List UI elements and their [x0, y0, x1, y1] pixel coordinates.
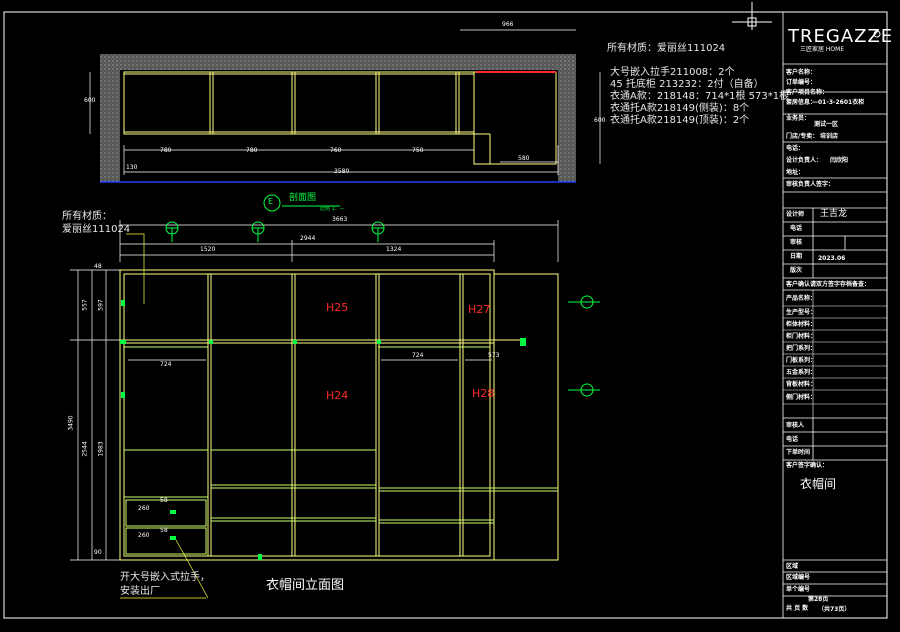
plan-dim-left: 600	[84, 97, 96, 104]
elev-dim-h-bottom: 90	[94, 549, 102, 556]
hardware-note-3: 衣通A款：218148：714*1根 573*1根	[610, 91, 790, 102]
hardware-note-5: 衣通托A款218149(顶装)：2个	[610, 115, 750, 126]
tb-bottom-1: 审核人	[786, 422, 805, 429]
tb-row-9-label: 地址：	[786, 169, 805, 176]
section-mark-letter: E	[268, 197, 274, 206]
handle-note-2: 安装出厂	[120, 586, 160, 597]
elev-dim-h-lower: 1983	[97, 441, 105, 457]
elev-dim-rod-left: 724	[160, 361, 172, 368]
tb-review-label: 审核	[790, 239, 803, 246]
tb-product-2: 生产型号：	[786, 309, 817, 316]
label-h27: H27	[468, 303, 491, 316]
plan-view	[89, 29, 601, 183]
tb-page: 第28页	[808, 596, 829, 603]
tb-row-1: 客户名称：	[786, 69, 817, 76]
plan-dim-bay-1: 780	[160, 147, 172, 154]
tb-row-7-label: 电话：	[786, 145, 805, 152]
hardware-note-4: 衣通托A款218149(侧装)：8个	[610, 103, 750, 114]
tb-bottom-3: 下单时间	[786, 449, 811, 456]
section-label: 剖面图	[289, 193, 317, 203]
tb-sheet-title: 衣帽间	[800, 477, 837, 491]
drawer-dim-a: 260	[138, 505, 150, 512]
tb-row-3: 客户项目名称：	[786, 89, 829, 96]
brand-name: TREGAZZE	[788, 26, 894, 47]
elevation-view	[70, 220, 600, 599]
plan-dim-bay-2: 780	[246, 147, 258, 154]
elev-dim-h-upper-b: 597	[97, 299, 105, 311]
tb-product-8: 背板材料：	[786, 381, 817, 388]
tb-row-2: 订单编号：	[786, 79, 817, 86]
tb-date-label: 日期	[790, 253, 803, 260]
tb-row-8-label: 设计负责人：	[786, 157, 823, 164]
plan-dim-top: 966	[502, 21, 514, 28]
drawer-dim-d: 58	[160, 527, 168, 534]
tb-bottom-2: 电话	[786, 436, 799, 443]
brand-sub: 三匠家居 HOME	[800, 46, 845, 53]
elevation-title: 衣帽间立面图	[266, 578, 345, 593]
plan-dim-small: 130	[126, 164, 138, 171]
handle-note-1: 开大号嵌入式拉手，	[120, 572, 210, 583]
tb-product-7: 五金系列：	[786, 369, 817, 376]
tb-version-label: 版次	[790, 267, 803, 274]
brand-logo-icon	[873, 30, 881, 38]
plan-dim-total: 3580	[334, 168, 350, 175]
tb-foot-3: 单个编号	[786, 586, 811, 593]
drawer-dim-c: 58	[160, 497, 168, 504]
elev-dim-h-upper: 557	[81, 299, 89, 311]
plan-dim-bay-3: 760	[330, 147, 342, 154]
hardware-note-1: 大号嵌入拉手211008：2个	[610, 67, 735, 78]
elev-dim-inner: 2944	[300, 235, 316, 242]
tb-designer: 王吉龙	[820, 209, 848, 219]
tb-foot-1: 区域	[786, 563, 799, 570]
tb-product-5: 把门系列：	[786, 345, 817, 352]
tb-designer-label: 设计师	[786, 211, 805, 218]
tb-section-heading: 客户确认请双方签字存档备查：	[786, 281, 871, 288]
plan-dim-right-depth: 600	[594, 117, 606, 124]
tb-row-6-label: 门店/专卖：	[786, 133, 819, 140]
elev-material-note-2: 爱丽丝111024	[62, 224, 131, 235]
elev-dim-rod-right: 724	[412, 352, 424, 359]
label-h25: H25	[326, 301, 349, 314]
tb-product-9: 侧门材料：	[786, 394, 817, 401]
tb-foot-2: 区域编号	[786, 574, 811, 581]
plan-material-note: 所有材质：爱丽丝111024	[607, 43, 726, 54]
tb-page-prefix: 共 页 数	[786, 605, 809, 612]
label-h28: H28	[472, 387, 495, 400]
tb-row-10-label: 审核负责人签字：	[786, 181, 835, 188]
tb-confirm-heading: 客户签字确认：	[786, 462, 829, 469]
section-marker	[263, 194, 340, 212]
tb-row-5-value: 测试一区	[814, 121, 839, 128]
elev-dim-right-part: 1324	[386, 246, 402, 253]
tb-date-value: 2023.06	[818, 255, 846, 262]
plan-dim-right-small: 580	[518, 155, 530, 162]
tb-row-8-value: 闫欣阳	[830, 157, 849, 164]
tb-row-4-value: —01-3-2601衣柜	[812, 99, 865, 106]
tb-phone-label: 电话	[790, 225, 803, 232]
label-h24: H24	[326, 389, 349, 402]
tb-product-6: 门板系列：	[786, 357, 817, 364]
tb-row-4-label: 套房信息：	[786, 99, 817, 106]
tb-page-total: （共73页）	[818, 606, 851, 613]
tb-row-6-value: 培训店	[820, 133, 839, 140]
tb-row-5-label: 业务员：	[786, 115, 811, 122]
elev-dim-rod-small: 573	[488, 352, 500, 359]
title-block-product-lines	[783, 290, 887, 418]
elev-dim-h-sub: 2544	[81, 441, 89, 457]
tb-product-3: 柜体材料：	[786, 321, 817, 328]
drawer-dim-b: 260	[138, 532, 150, 539]
elev-material-note-1: 所有材质：	[62, 211, 112, 222]
elev-dim-left-part: 1520	[200, 246, 216, 253]
section-scale: 比例 1：—	[320, 206, 345, 212]
title-block-frame	[782, 12, 887, 618]
elev-dim-overall: 3663	[332, 216, 348, 223]
hardware-note-2: 45 托底柜 213232：2付（自备）	[610, 79, 764, 90]
crosshair-icon	[732, 2, 772, 30]
elev-dim-h-total: 3490	[67, 415, 75, 431]
elev-dim-h-top: 48	[94, 263, 102, 270]
tb-product-1: 产品名称：	[786, 295, 817, 302]
tb-product-4: 柜门材料：	[786, 333, 817, 340]
plan-dim-bay-4: 750	[412, 147, 424, 154]
